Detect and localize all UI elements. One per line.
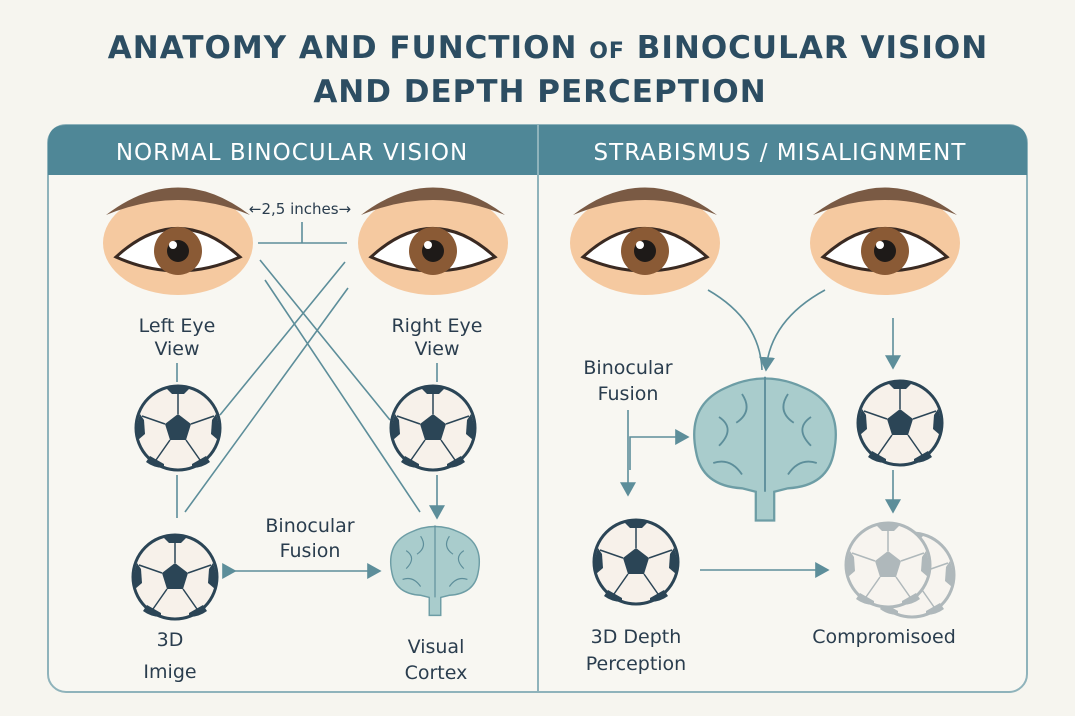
left-view-ball-icon [134,384,222,472]
strabismus-fusion-label-2: Fusion [598,383,659,405]
depth-ball-icon [592,518,680,606]
depth-label: 3D Depth [591,626,682,648]
right-eye-label: Right Eye [391,315,482,337]
right-view-ball-icon [389,384,477,472]
title-line-2: AND DEPTH PERCEPTION [313,74,766,110]
left-eye-icon [101,186,255,297]
3d-image-label: 3D [157,629,184,651]
fusion-label-2: Fusion [280,540,341,562]
right-eye-icon [356,186,510,297]
strabismus-fusion-label: Binocular [583,357,672,379]
title-line-1: ANATOMY AND FUNCTION OF BINOCULAR VISION [108,30,988,66]
fusion-label: Binocular [265,515,354,537]
3d-image-label-2: Imige [143,661,196,683]
cortex-label: Visual [408,636,465,658]
left-eye-label-2: View [154,338,199,360]
right-panel-header: STRABISMUS / MISALIGNMENT [594,140,967,166]
eye-distance-label: ←2,5 inches→ [249,200,351,218]
right-eye-label-2: View [414,338,459,360]
strabismus-left-eye-icon [568,186,722,297]
depth-label-2: Perception [586,653,686,675]
left-eye-label: Left Eye [139,315,216,337]
crossing-lines [184,259,421,513]
cortex-label-2: Cortex [405,662,468,684]
left-panel-header: NORMAL BINOCULAR VISION [116,140,468,166]
distance-bracket [258,222,347,244]
compromised-label: Compromisoed [812,626,956,648]
deviated-view-ball-icon [856,379,944,467]
3d-image-ball-icon [131,533,219,621]
strabismus-right-eye-icon [808,186,962,297]
